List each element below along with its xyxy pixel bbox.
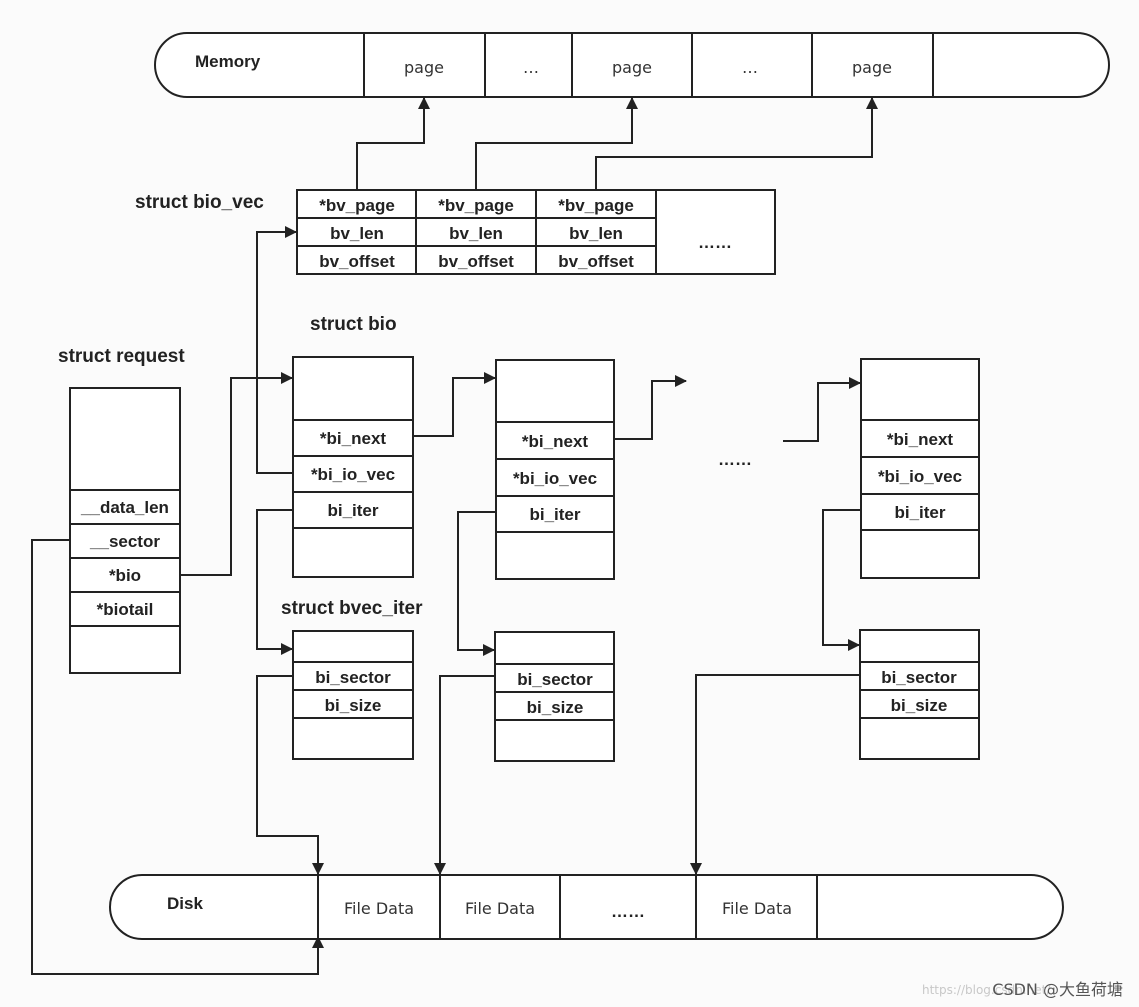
request-data-len: __data_len	[80, 498, 169, 517]
bv-offset-2: bv_offset	[438, 252, 514, 271]
bio2-bi-next: *bi_next	[522, 432, 588, 451]
watermark-faint: https://blog.csdn.net/	[922, 983, 1051, 997]
bio2-bi-io-vec: *bi_io_vec	[513, 469, 597, 488]
arrow-bvpage2-to-page2	[475, 97, 638, 190]
disk-label: Disk	[167, 894, 203, 913]
memory-ellipsis-2: …	[742, 58, 758, 77]
arrow-bio1-iter-to-bvec1	[256, 509, 293, 655]
memory-page-2: page	[612, 58, 652, 77]
bvec2-bi-size: bi_size	[527, 698, 584, 717]
arrow-bvec3-sector-to-disk	[690, 674, 860, 875]
request-sector: __sector	[89, 532, 160, 551]
bv-page-2: *bv_page	[438, 196, 514, 215]
disk-file-data-2: File Data	[465, 899, 535, 918]
request-title: struct request	[58, 346, 185, 367]
watermark: CSDN @大鱼荷塘	[992, 980, 1123, 999]
bio-vec-array	[296, 189, 776, 275]
memory-bar	[154, 32, 1110, 98]
bio2-bi-iter: bi_iter	[529, 505, 580, 524]
bio3-bi-iter: bi_iter	[894, 503, 945, 522]
bio-vec-title: struct bio_vec	[135, 192, 264, 213]
bvec-iter-2	[494, 631, 615, 762]
bv-page-3: *bv_page	[558, 196, 634, 215]
request-biotail: *biotail	[97, 600, 154, 619]
arrow-bvpage3-to-page3	[595, 97, 878, 190]
bvec-iter-title: struct bvec_iter	[281, 598, 423, 619]
bvec1-bi-size: bi_size	[325, 696, 382, 715]
arrow-request-sector-to-disk	[31, 539, 324, 975]
bio-struct-3	[860, 358, 980, 579]
disk-file-data-1: File Data	[344, 899, 414, 918]
request-bio: *bio	[109, 566, 141, 585]
arrow-request-bio-to-bio	[180, 372, 293, 576]
bv-page-1: *bv_page	[319, 196, 395, 215]
memory-page-1: page	[404, 58, 444, 77]
arrow-bvec1-sector-to-disk	[256, 675, 324, 875]
bio1-bi-iter: bi_iter	[327, 501, 378, 520]
bio3-bi-next: *bi_next	[887, 430, 953, 449]
arrow-bio3-iter-to-bvec3	[822, 509, 861, 651]
disk-bar	[109, 874, 1064, 940]
bvec-iter-1	[292, 630, 414, 760]
bio3-bi-io-vec: *bi_io_vec	[878, 467, 962, 486]
bvec3-bi-size: bi_size	[891, 696, 948, 715]
arrow-bio1-next-to-bio2	[413, 372, 496, 437]
bvec3-bi-sector: bi_sector	[881, 668, 957, 687]
bvec2-bi-sector: bi_sector	[517, 670, 593, 689]
request-struct	[69, 387, 181, 674]
bv-offset-3: bv_offset	[558, 252, 634, 271]
memory-ellipsis-1: …	[523, 58, 539, 77]
disk-file-data-3: File Data	[722, 899, 792, 918]
arrow-bio2-iter-to-bvec2	[457, 511, 496, 656]
bio-vec-more: ……	[698, 233, 732, 252]
bv-len-1: bv_len	[330, 224, 384, 243]
bv-offset-1: bv_offset	[319, 252, 395, 271]
memory-page-3: page	[852, 58, 892, 77]
bvec-iter-3	[859, 629, 980, 760]
bv-len-3: bv_len	[569, 224, 623, 243]
bio-struct-2	[495, 359, 615, 580]
bio-struct-1	[292, 356, 414, 578]
bvec1-bi-sector: bi_sector	[315, 668, 391, 687]
memory-label: Memory	[195, 52, 261, 71]
bio1-bi-io-vec: *bi_io_vec	[311, 465, 395, 484]
arrow-to-bio3	[783, 377, 861, 442]
disk-ellipsis: ……	[611, 902, 645, 921]
arrow-bio2-next	[614, 375, 687, 440]
arrow-bi-io-vec-to-bio-vec	[256, 226, 297, 474]
bio1-bi-next: *bi_next	[320, 429, 386, 448]
arrow-bvec2-sector-to-disk	[434, 675, 495, 875]
bio-title: struct bio	[310, 314, 397, 335]
bio-chain-more: ……	[718, 450, 752, 469]
bv-len-2: bv_len	[449, 224, 503, 243]
arrow-bvpage1-to-page1	[356, 97, 430, 190]
